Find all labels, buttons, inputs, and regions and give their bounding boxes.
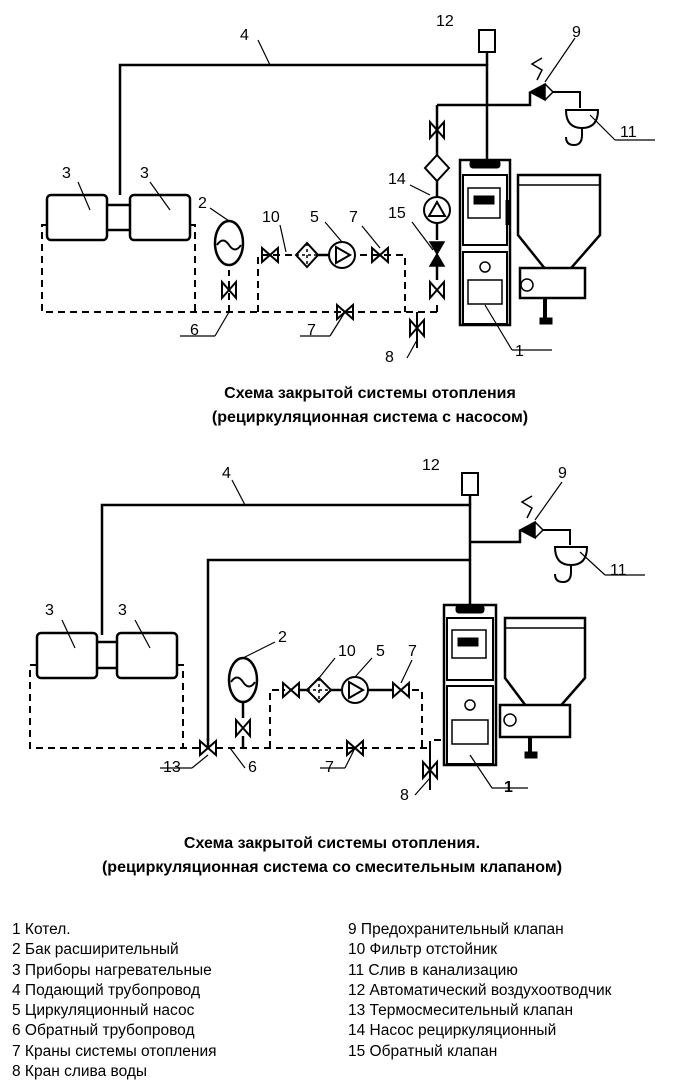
label-sewer-drain: 11 [610,562,627,579]
label-valve-return: 7 [307,322,316,339]
label-radiator-left: 3 [45,602,54,619]
air-vent [461,472,479,496]
label-radiator-right: 3 [140,165,149,182]
label-boiler: 1 [504,779,513,796]
scheme-recirculation-pump: 3 3 2 4 10 5 7 6 7 8 1 12 9 11 14 15 [41,13,655,366]
label-filter: 10 [262,209,280,226]
boiler [442,603,498,767]
label-check-valve: 15 [388,205,406,222]
label-pump: 5 [310,209,319,226]
label-drain-valve: 8 [400,787,409,804]
caption-top: Схема закрытой системы отопления (рецирк… [20,382,700,430]
filter [305,676,333,704]
scheme-mixing-valve: 3 3 2 4 10 5 7 13 6 7 8 1 12 9 11 [29,457,645,804]
label-air-vent: 12 [422,457,440,474]
legend-item: 1 Котел. [12,921,71,938]
pellet-hopper [498,616,587,759]
air-vent [478,29,496,53]
legend-right: 9 Предохранительный клапан 10 Фильтр отс… [348,920,611,1062]
caption-bottom: Схема закрытой системы отопления. (рецир… [0,832,682,880]
pellet-hopper [516,173,602,325]
label-pump: 5 [376,643,385,660]
safety-valve [518,495,571,545]
legend-item: 5 Циркуляционный насос [12,1002,195,1020]
boiler-valve-bottom [429,279,445,301]
safety-valve [528,57,581,108]
mixing-line [206,558,470,740]
label-radiator-right: 3 [118,602,127,619]
legend-item: 15 Обратный клапан [348,1042,498,1060]
expansion-tank [213,219,245,301]
boiler-filter [423,153,451,183]
label-safety-valve: 9 [572,24,581,41]
circulation-pump [341,676,369,704]
label-recirc-pump: 14 [388,171,406,188]
legend-item: 2 Бак расширительный [12,941,179,959]
label-safety-valve: 9 [558,465,567,482]
label-supply-pipe: 4 [222,465,231,482]
circulation-pump [328,241,356,269]
label-mixing-valve: 13 [163,759,181,776]
safety-valve-branch [487,92,532,107]
sewer-drain [553,546,589,584]
label-return-pipe: 6 [248,759,257,776]
legend-item: 6 Обратный трубопровод [12,1022,195,1040]
valve-right [392,680,410,700]
valve-right [371,245,389,265]
legend-item: 3 Приборы нагревательные [12,961,212,979]
valve-left [261,245,279,265]
legend-item: 12 Автоматический воздухоотводчик [348,981,612,999]
radiator-left [45,193,109,242]
legend-item: 13 Термосмесительный клапан [348,1002,574,1020]
radiator-left [35,631,99,680]
legend-item: 4 Подающий трубопровод [12,981,200,999]
label-air-vent: 12 [436,13,454,30]
legend-item: 7 Краны системы отопления [12,1042,217,1060]
radiator-right [128,193,192,242]
supply-pipe [118,63,489,195]
label-return-pipe: 6 [190,322,199,339]
return-pipe [41,224,438,313]
label-expansion-tank: 2 [198,195,207,212]
caption-top-line2: (рециркуляционная система с насосом) [211,409,529,426]
valve-left [282,680,300,700]
caption-bottom-line1: Схема закрытой системы отопления. [183,835,481,852]
boiler-valve-top [429,119,445,141]
drain-valve [422,748,438,790]
label-valve: 7 [408,643,417,660]
expansion-tank [227,656,259,748]
boiler [458,158,512,327]
legend-item: 11 Слив в канализацию [348,961,518,979]
label-supply-pipe: 4 [240,27,249,44]
label-drain-valve: 8 [385,349,394,366]
recirculation-pump [423,196,451,224]
filter [294,241,320,269]
supply-pipe [100,503,472,635]
legend-left: 1 Котел. 2 Бак расширительный 3 Приборы … [12,920,217,1082]
label-valve: 7 [349,209,358,226]
drain-valve [409,312,425,348]
caption-bottom-line2: (рециркуляционная система со смесительны… [101,859,563,876]
label-expansion-tank: 2 [278,629,287,646]
check-valve [428,241,446,267]
valve-return [346,738,364,758]
label-boiler: 1 [515,343,524,360]
label-radiator-left: 3 [62,165,71,182]
mixing-valve [199,738,217,758]
label-valve-return: 7 [325,759,334,776]
label-sewer-drain: 11 [620,124,637,141]
legend-item: 9 Предохранительный клапан [348,921,564,938]
sewer-drain [564,109,600,147]
legend-item: 14 Насос рециркуляционный [348,1022,557,1040]
legend-item: 10 Фильтр отстойник [348,941,498,959]
radiator-right [115,631,179,680]
label-filter: 10 [338,643,356,660]
caption-top-line1: Схема закрытой системы отопления [224,385,516,402]
valve-return [336,302,354,322]
legend-item: 8 Кран слива воды [12,1063,148,1081]
